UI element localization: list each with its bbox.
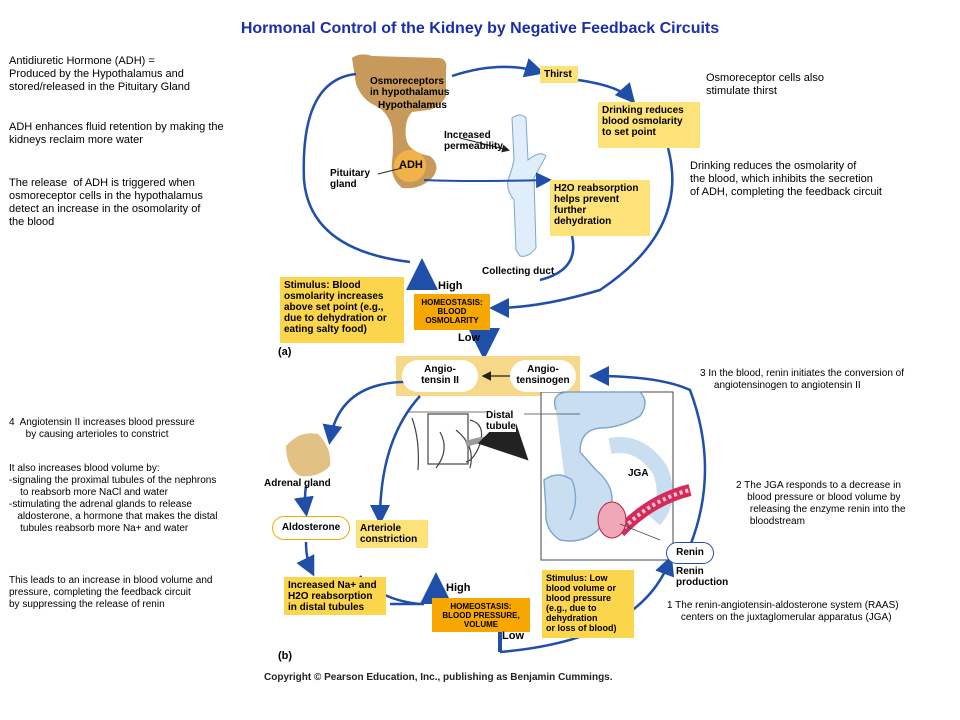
drinking-box: Drinking reduces blood osmolarity to set… (598, 102, 700, 148)
high-label-a: High (438, 280, 463, 292)
osmoreceptors-label: Osmoreceptors in hypothalamus (370, 76, 450, 98)
renin-oval: Renin (666, 542, 714, 564)
angiotensin-ii-oval: Angio- tensin II (402, 360, 478, 392)
angiotensinogen-oval: Angio- tensinogen (510, 360, 576, 392)
raas-note: 1 The renin-angiotensin-aldosterone syst… (667, 600, 899, 623)
adrenal-gland-shape (286, 433, 331, 477)
low-label-a: Low (458, 332, 480, 344)
adh-definition-note: Antidiuretic Hormone (ADH) = Produced by… (9, 55, 190, 93)
panel-a-label: (a) (278, 346, 292, 358)
distal-tubule-label: Distal tubule (486, 410, 516, 432)
increased-permeability-label: Increased permeability (444, 130, 503, 152)
angiotensin-effect-note: 4 Angiotensin II increases blood pressur… (9, 417, 195, 440)
panel-b-label: (b) (278, 650, 293, 662)
adh-release-note: The release of ADH is triggered when osm… (9, 177, 203, 228)
aldosterone-oval: Aldosterone (272, 516, 350, 540)
thirst-box: Thirst (540, 66, 578, 83)
jga-label: JGA (628, 468, 649, 479)
blood-volume-note: It also increases blood volume by: -sign… (9, 463, 218, 534)
jga-response-note: 2 The JGA responds to a decrease in bloo… (736, 480, 906, 527)
collecting-duct-label: Collecting duct (482, 266, 555, 277)
homeostasis-osmolarity-box: HOMEOSTASIS: BLOOD OSMOLARITY (414, 294, 490, 330)
page-title: Hormonal Control of the Kidney by Negati… (240, 20, 720, 37)
na-reabsorption-box: Increased Na+ and H2O reabsorption in di… (284, 577, 386, 615)
renin-conversion-note: 3 In the blood, renin initiates the conv… (700, 368, 905, 391)
pituitary-label: Pituitary gland (330, 168, 371, 190)
copyright-text: Copyright © Pearson Education, Inc., pub… (264, 672, 613, 683)
nephron-sketch (411, 413, 483, 471)
h2o-reabsorption-box: H2O reabsorption helps prevent further d… (550, 180, 650, 236)
adh-gland (394, 150, 426, 182)
stimulus-bp-box: Stimulus: Low blood volume or blood pres… (542, 570, 634, 638)
arteriole-constriction-box: Arteriole constriction (356, 520, 428, 548)
stimulus-osmolarity-box: Stimulus: Blood osmolarity increases abo… (280, 277, 404, 343)
high-label-b: High (446, 582, 471, 594)
thirst-note: Osmoreceptor cells also stimulate thirst (706, 72, 824, 97)
drinking-note: Drinking reduces the osmolarity of the b… (690, 160, 882, 198)
homeostasis-bp-box: HOMEOSTASIS: BLOOD PRESSURE, VOLUME (432, 598, 530, 632)
low-label-b: Low (502, 630, 524, 642)
distal-tubule-shape (543, 391, 646, 542)
hypothalamus-label: Hypothalamus (378, 100, 447, 111)
renin-production-label: Renin production (676, 566, 729, 588)
adh-label: ADH (399, 159, 423, 171)
adrenal-gland-label: Adrenal gland (264, 478, 331, 489)
adh-enhances-note: ADH enhances fluid retention by making t… (9, 121, 224, 146)
feedback-note: This leads to an increase in blood volum… (9, 575, 213, 610)
collecting-duct-shape (507, 114, 547, 257)
hypothalamus-shape (352, 54, 447, 189)
